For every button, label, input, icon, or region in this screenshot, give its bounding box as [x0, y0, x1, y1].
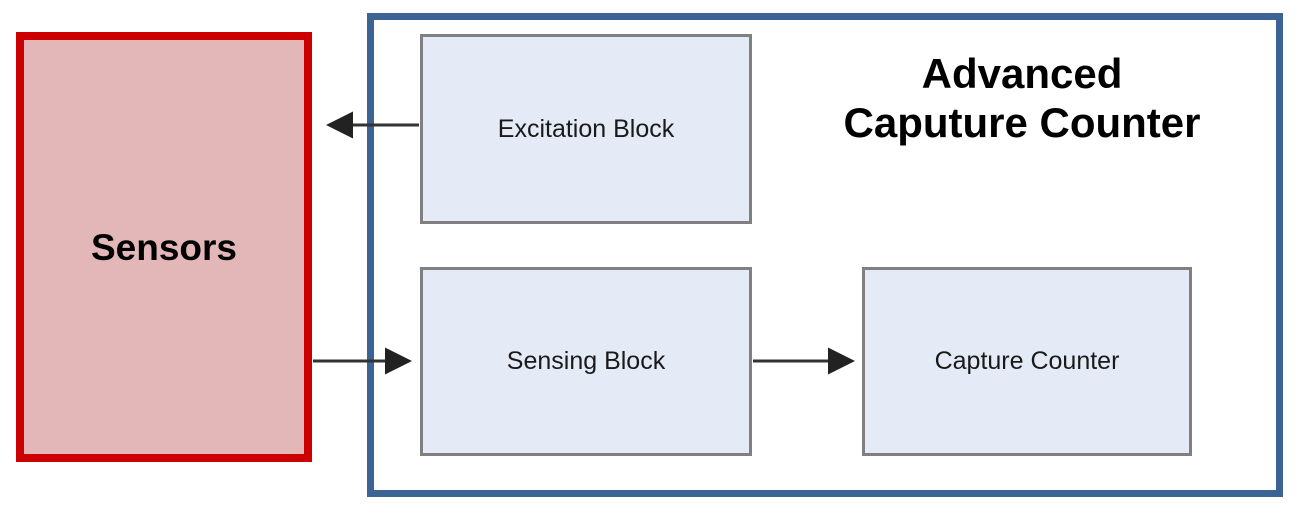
system-title-line-1: Advanced [921, 50, 1123, 97]
sensing-block[interactable]: Sensing Block [420, 267, 752, 456]
capture-counter-block[interactable]: Capture Counter [862, 267, 1192, 456]
sensing-block-label: Sensing Block [506, 347, 666, 376]
capture-counter-block-label: Capture Counter [934, 347, 1120, 376]
system-title: Advanced Caputure Counter [772, 50, 1272, 147]
excitation-block-label: Excitation Block [497, 114, 675, 143]
sensors-block[interactable]: Sensors [16, 32, 312, 462]
excitation-block[interactable]: Excitation Block [420, 34, 752, 224]
sensors-block-label: Sensors [90, 226, 237, 268]
system-title-line-2: Caputure Counter [843, 98, 1201, 146]
